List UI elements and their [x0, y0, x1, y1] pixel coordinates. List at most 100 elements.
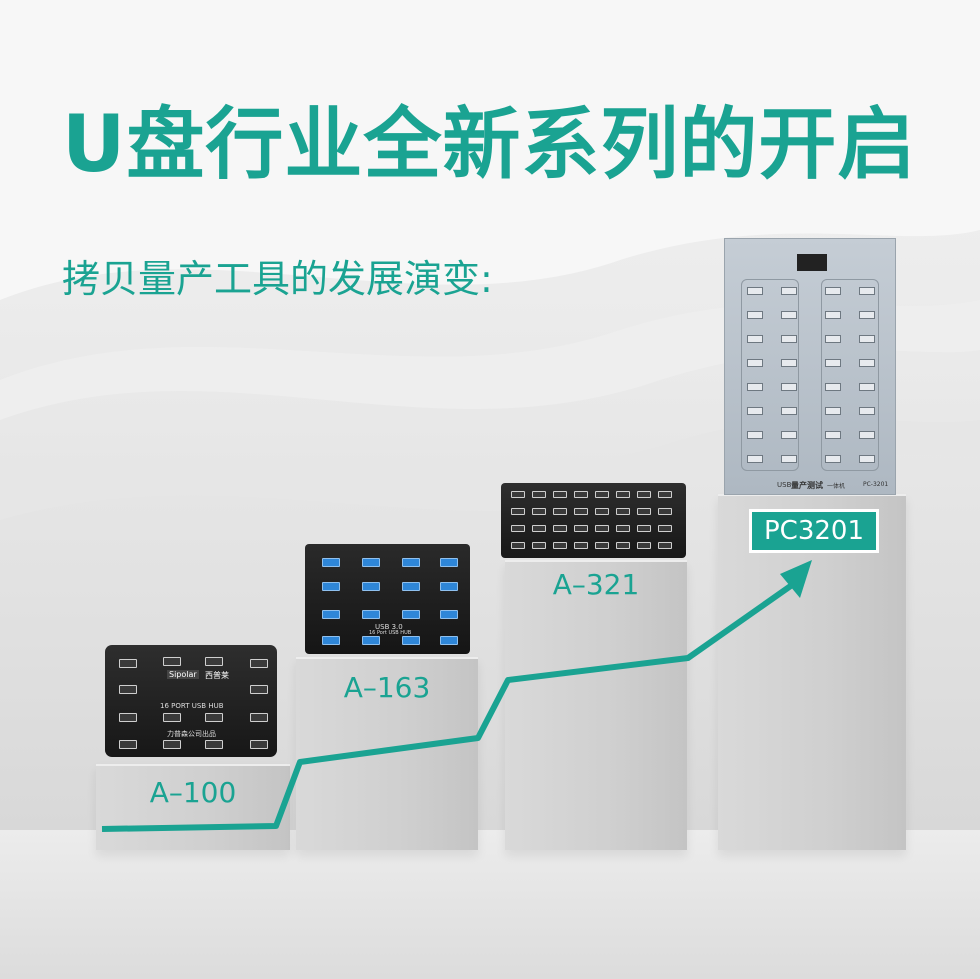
- usb-port: [859, 383, 875, 391]
- device-brand-cn: 西普莱: [205, 671, 229, 680]
- usb-port: [859, 335, 875, 343]
- usb-port: [658, 508, 672, 515]
- usb-port: [362, 582, 380, 591]
- usb-port: [119, 659, 137, 668]
- usb-port: [250, 685, 268, 694]
- usb-port: [250, 713, 268, 722]
- usb-port: [440, 636, 458, 645]
- usb-port: [637, 542, 651, 549]
- usb-port: [362, 636, 380, 645]
- pc3201-footer-suffix: 一体机: [827, 483, 846, 490]
- usb-port: [574, 525, 588, 532]
- usb-port: [119, 740, 137, 749]
- usb-port: [250, 659, 268, 668]
- usb-port: [440, 558, 458, 567]
- usb-port: [616, 525, 630, 532]
- product-label-a163: A–163: [343, 671, 431, 704]
- page-subtitle: 拷贝量产工具的发展演变:: [62, 257, 493, 301]
- product-label-a100: A–100: [149, 776, 237, 809]
- usb-port: [511, 525, 525, 532]
- usb-port: [532, 525, 546, 532]
- usb-port: [859, 359, 875, 367]
- usb-port: [859, 287, 875, 295]
- usb-port: [553, 525, 567, 532]
- pedestal-a163: A–163: [296, 657, 478, 850]
- pc3201-rail-right: [821, 279, 879, 471]
- usb-port: [205, 740, 223, 749]
- usb-port: [747, 383, 763, 391]
- usb-port: [637, 491, 651, 498]
- usb-port: [781, 335, 797, 343]
- floor: [0, 830, 980, 979]
- device-sub-text: 16 Port USB HUB: [369, 630, 412, 636]
- usb-port: [747, 407, 763, 415]
- device-maker-text: 力普森公司出品: [167, 730, 216, 738]
- usb-port: [402, 610, 420, 619]
- usb-port: [322, 636, 340, 645]
- device-a163: USB 3.0 16 Port USB HUB: [305, 544, 470, 654]
- usb-port: [163, 740, 181, 749]
- usb-port: [781, 383, 797, 391]
- usb-port: [747, 431, 763, 439]
- usb-port: [574, 491, 588, 498]
- pc3201-rail-left: [741, 279, 799, 471]
- usb-port: [658, 525, 672, 532]
- usb-port: [440, 582, 458, 591]
- usb-port: [402, 582, 420, 591]
- usb-port: [747, 287, 763, 295]
- usb-port: [553, 508, 567, 515]
- usb-port: [595, 508, 609, 515]
- usb-port: [511, 542, 525, 549]
- usb-port: [595, 491, 609, 498]
- arrow-head-icon: [780, 560, 812, 598]
- usb-port: [119, 713, 137, 722]
- usb-port: [658, 542, 672, 549]
- usb-port: [825, 383, 841, 391]
- pedestal-pc3201: [718, 494, 906, 850]
- device-brand: Sipolar: [167, 670, 199, 679]
- usb-port: [511, 491, 525, 498]
- usb-port: [205, 713, 223, 722]
- usb-port: [825, 431, 841, 439]
- usb-port: [781, 287, 797, 295]
- usb-port: [825, 335, 841, 343]
- product-label-a321: A–321: [552, 568, 640, 601]
- usb-port: [825, 311, 841, 319]
- usb-port: [532, 542, 546, 549]
- usb-port: [532, 508, 546, 515]
- usb-port: [747, 455, 763, 463]
- device-model-text: 16 PORT USB HUB: [160, 702, 224, 710]
- usb-port: [163, 713, 181, 722]
- device-a100: Sipolar 西普莱 16 PORT USB HUB 力普森公司出品: [105, 645, 277, 757]
- usb-port: [402, 558, 420, 567]
- usb-port: [859, 455, 875, 463]
- usb-port: [163, 657, 181, 666]
- usb-port: [595, 525, 609, 532]
- usb-port: [362, 558, 380, 567]
- usb-port: [781, 431, 797, 439]
- usb-port: [637, 508, 651, 515]
- usb-port: [322, 558, 340, 567]
- usb-port: [825, 407, 841, 415]
- page-title: U盘行业全新系列的开启: [62, 100, 917, 190]
- usb-port: [616, 508, 630, 515]
- pc3201-footer-title: 量产测试: [791, 481, 823, 490]
- usb-port: [553, 491, 567, 498]
- usb-port: [825, 455, 841, 463]
- usb-port: [322, 610, 340, 619]
- usb-port: [440, 610, 458, 619]
- usb-port: [747, 335, 763, 343]
- usb-port: [532, 491, 546, 498]
- usb-port: [205, 657, 223, 666]
- usb-port: [616, 491, 630, 498]
- usb-port: [781, 407, 797, 415]
- device-a321: [501, 483, 686, 558]
- pedestal-a321: A–321: [505, 560, 687, 850]
- usb-port: [859, 407, 875, 415]
- usb-port: [616, 542, 630, 549]
- usb-port: [322, 582, 340, 591]
- device-usb-text: USB 3.0: [375, 623, 403, 631]
- usb-port: [747, 311, 763, 319]
- product-label-pc3201: PC3201: [749, 509, 879, 553]
